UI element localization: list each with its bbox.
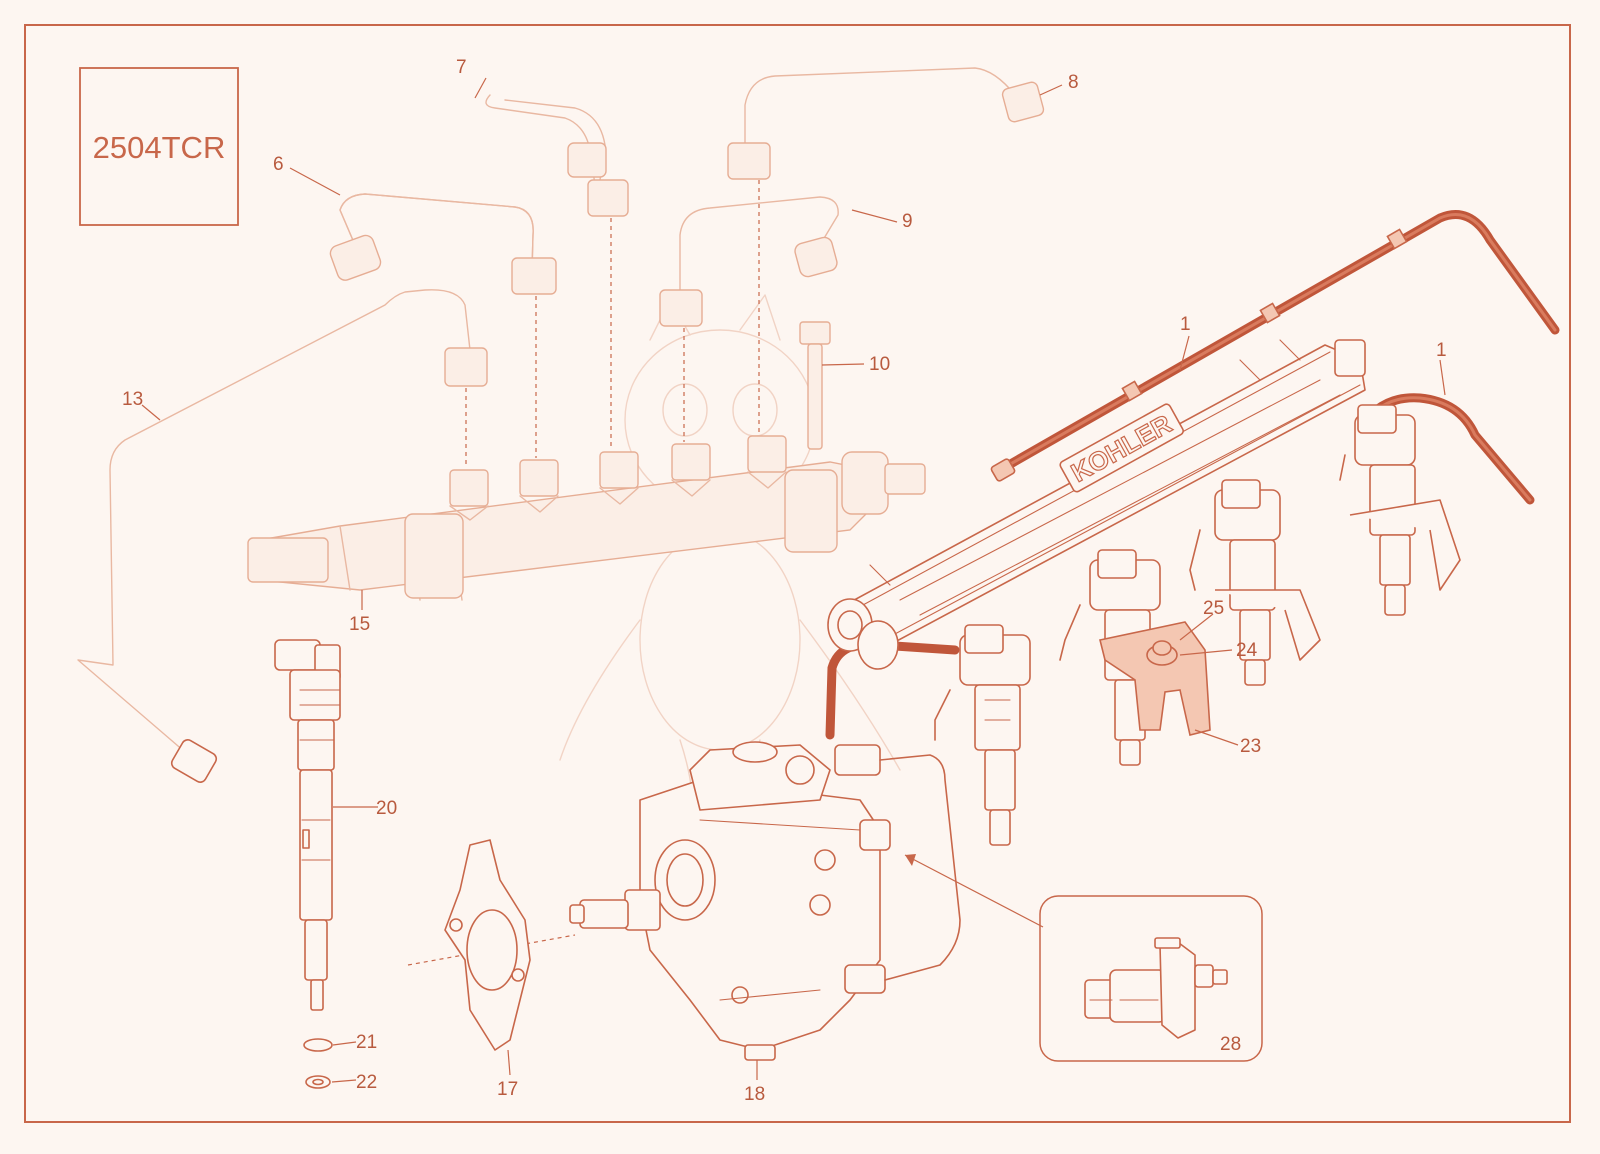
connector-plugs: [934, 404, 1397, 741]
pipe-part-6: [329, 193, 557, 295]
model-code-label: 2504TCR: [93, 130, 226, 165]
callout-6: 6: [273, 154, 284, 175]
pipe-part-8: [727, 67, 1045, 180]
callout-22: 22: [356, 1072, 377, 1093]
fuel-injector-part-20: [274, 639, 341, 1011]
callout-7: 7: [456, 57, 467, 78]
fuel-rail-part-15: [247, 435, 926, 601]
callout-10: 10: [869, 354, 890, 375]
callout-1-upper: 1: [1180, 314, 1191, 335]
washer-part-22: [305, 1075, 331, 1089]
callout-1-lower: 1: [1436, 340, 1447, 361]
high-pressure-pump-part-18: [569, 741, 961, 1061]
rail-injector-4: [1349, 414, 1461, 616]
install-guide-lines: [407, 180, 760, 966]
pump-gasket-part-17: [444, 839, 531, 1051]
callout-17: 17: [497, 1079, 518, 1100]
sealing-ring-part-21: [303, 1038, 333, 1052]
model-code-box: 2504TCR: [79, 67, 239, 226]
pipe-part-13: [77, 289, 488, 783]
callout-23: 23: [1240, 736, 1261, 757]
rail-injector-1: [959, 634, 1031, 846]
callout-numbers: 1 1 6 7 8 9 10 13 15 17 18 20 21 22 23 2…: [122, 57, 1447, 1105]
callout-15: 15: [349, 614, 370, 635]
pipe-part-9: [659, 196, 839, 327]
injector-clamp-part-23: [1099, 621, 1211, 736]
diagram-frame: [24, 24, 1571, 1123]
leak-off-hose-part-1-upper: [990, 210, 1560, 482]
inset-detail-part-28: [1039, 895, 1263, 1062]
callout-21: 21: [356, 1032, 377, 1053]
callout-20: 20: [376, 798, 397, 819]
callout-leader-lines: [141, 77, 1446, 1083]
callout-28: 28: [1220, 1034, 1241, 1055]
bolt-part-10: [799, 321, 831, 450]
callout-13: 13: [122, 389, 143, 410]
callout-8: 8: [1068, 72, 1079, 93]
callout-24: 24: [1236, 640, 1258, 661]
callout-9: 9: [902, 211, 913, 232]
callout-18: 18: [744, 1084, 765, 1105]
common-rail-assembly: KOHLER: [827, 339, 1366, 670]
rail-injectors: [934, 404, 1461, 846]
pipe-part-7: [485, 94, 629, 217]
clamp-bolt-part-24: [1146, 640, 1178, 666]
rail-injector-3: [1214, 489, 1321, 686]
callout-25: 25: [1203, 598, 1224, 619]
